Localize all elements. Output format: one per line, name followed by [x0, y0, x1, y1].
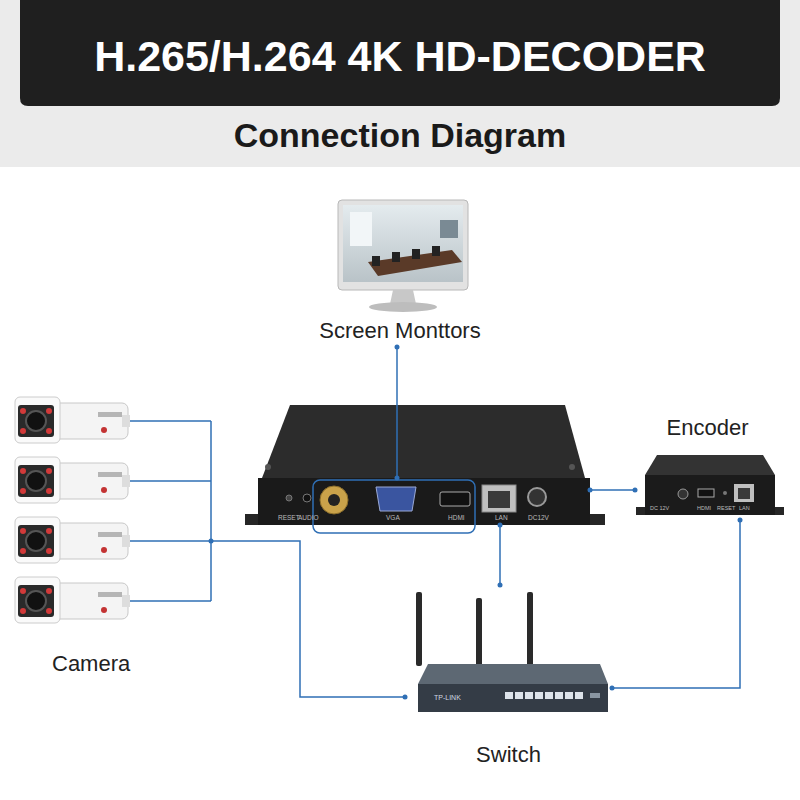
- decoder-top: [262, 405, 585, 478]
- lan-hole: [738, 488, 750, 499]
- port-label: RESET: [717, 505, 735, 512]
- monitor-neck: [390, 290, 416, 304]
- screen-table: [368, 250, 462, 276]
- switch-port: [515, 692, 523, 699]
- brand-label: TP-LINK: [434, 694, 461, 702]
- port-label: HDMI: [448, 514, 465, 522]
- port-label: LAN: [739, 505, 750, 512]
- output-bracket: [313, 480, 475, 533]
- connector-dot: [588, 488, 593, 493]
- dc-jack: [678, 489, 688, 499]
- device-node: Switch: [405, 585, 612, 775]
- port-label: DC12V: [528, 514, 549, 522]
- connector-dot: [633, 488, 638, 493]
- connector-path: [499, 525, 501, 585]
- connector-dot: [395, 345, 400, 350]
- bnc-core: [328, 494, 340, 506]
- hdmi-port: [698, 489, 714, 497]
- device-node: Camera: [10, 388, 211, 680]
- screw: [569, 464, 575, 470]
- hdmi-port: [440, 492, 470, 506]
- connector-dot: [498, 523, 503, 528]
- switch-port: [565, 692, 573, 699]
- connector-dot: [395, 476, 400, 481]
- device-label: Encoder: [635, 414, 780, 442]
- connector-line: [588, 488, 638, 493]
- connector-path: [590, 489, 635, 491]
- caption-text: Connection Diagram: [0, 114, 800, 156]
- camera-icon: [15, 397, 130, 443]
- connector-dot: [738, 518, 743, 523]
- camera-wire: [130, 480, 211, 482]
- camera-wire: [130, 540, 211, 542]
- bnc-port: [320, 486, 348, 514]
- device-label: Camera: [52, 650, 130, 678]
- camera-wire: [130, 600, 211, 602]
- monitor-screen: [343, 205, 463, 282]
- screw: [265, 464, 271, 470]
- antenna: [527, 592, 533, 666]
- switch-port: [575, 692, 583, 699]
- camera-wire: [130, 420, 211, 422]
- camera-wires: [130, 421, 211, 601]
- screen-chair: [432, 246, 440, 256]
- header-band: [0, 0, 800, 167]
- device-node: Screen Monttors: [300, 195, 500, 347]
- connector-dot: [610, 686, 615, 691]
- camera-icon: [15, 457, 130, 503]
- switch-front: [418, 684, 608, 712]
- connector-dot: [209, 539, 214, 544]
- device-label: Screen Monttors: [300, 317, 500, 345]
- connector-line: [395, 345, 400, 481]
- connector-dot: [403, 695, 408, 700]
- camera-icon: [15, 517, 130, 563]
- antenna: [416, 592, 422, 666]
- vga-port: [376, 487, 416, 511]
- connector-path: [612, 520, 740, 688]
- lan-port: [482, 485, 516, 512]
- decoder-front: [258, 478, 590, 525]
- title-text: H.265/H.264 4K HD-DECODER: [0, 28, 800, 84]
- connector-line: [498, 523, 503, 588]
- encoder-front: [645, 475, 775, 515]
- port-label: DC 12V: [650, 505, 669, 512]
- connector-path: [396, 347, 398, 478]
- screen-chair: [372, 256, 380, 266]
- switch-port: [555, 692, 563, 699]
- monitor-base: [369, 302, 437, 312]
- switch-port: [505, 692, 513, 699]
- lan-hole: [488, 491, 510, 508]
- connector-dot: [498, 583, 503, 588]
- reset-hole: [723, 491, 727, 495]
- screen-window: [350, 212, 372, 246]
- device-label: Switch: [405, 741, 612, 769]
- screen-chair: [412, 249, 420, 259]
- switch-port: [545, 692, 553, 699]
- camera-bus: [210, 421, 212, 601]
- port-label: AUDIO: [298, 514, 319, 522]
- port-label: RESET: [278, 514, 300, 522]
- connector-line: [209, 539, 408, 700]
- screen-tv: [440, 220, 458, 238]
- port-label: VGA: [386, 514, 400, 522]
- connector-path: [211, 541, 405, 697]
- camera-icon: [15, 577, 130, 623]
- device-node: Encoder: [635, 412, 780, 520]
- switch-port: [525, 692, 533, 699]
- switch-port: [590, 693, 600, 698]
- switch-port: [535, 692, 543, 699]
- audio-jack: [303, 494, 311, 502]
- encoder-top: [645, 455, 775, 475]
- connector-line: [610, 518, 743, 691]
- antenna: [476, 598, 482, 666]
- port-label: HDMI: [697, 505, 711, 512]
- switch-top: [418, 664, 608, 684]
- lan-port: [734, 484, 754, 502]
- screen-chair: [392, 252, 400, 262]
- port-label: LAN: [495, 514, 508, 522]
- device-node: RESETAUDIO VGA HDMI LAN DC12V: [258, 478, 590, 525]
- monitor-bezel: [338, 200, 468, 290]
- dc-jack: [528, 488, 546, 506]
- reset-hole: [286, 495, 292, 501]
